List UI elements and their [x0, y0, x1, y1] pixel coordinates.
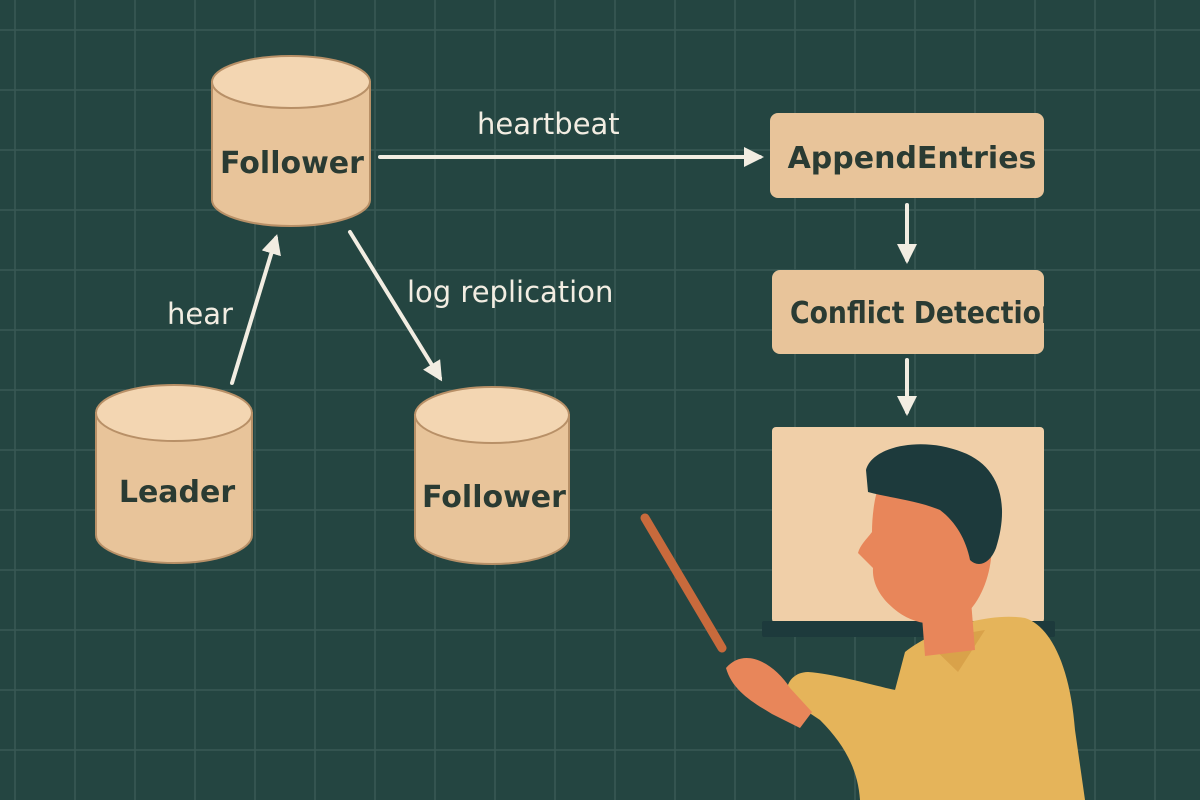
log-replication-arrow: [348, 230, 443, 382]
leader-label: Leader: [119, 475, 236, 510]
log-replication-label: log replication: [407, 275, 613, 309]
presenter-hand: [726, 658, 812, 728]
append-entries-node: AppendEntries: [770, 113, 1044, 198]
follower-top-node: Follower: [211, 55, 371, 227]
follower-bottom-node: Follower: [414, 386, 570, 565]
follower-bottom-label: Follower: [422, 480, 566, 515]
conflict-detection-label: Conflict Detection: [790, 296, 1060, 331]
conflict-detection-node: Conflict Detection: [772, 270, 1060, 354]
append-entries-label: AppendEntries: [788, 141, 1037, 176]
follower-top-label: Follower: [220, 146, 364, 181]
presenter-illustration: [640, 444, 1085, 800]
presenter-hair: [866, 444, 1003, 564]
presenter-shirt: [786, 616, 1085, 800]
heartbeat-label: heartbeat: [477, 107, 620, 141]
hear-label: hear: [167, 297, 233, 331]
pointer-stick: [640, 513, 727, 653]
hear-arrow: [230, 234, 281, 385]
leader-node: Leader: [95, 384, 253, 564]
